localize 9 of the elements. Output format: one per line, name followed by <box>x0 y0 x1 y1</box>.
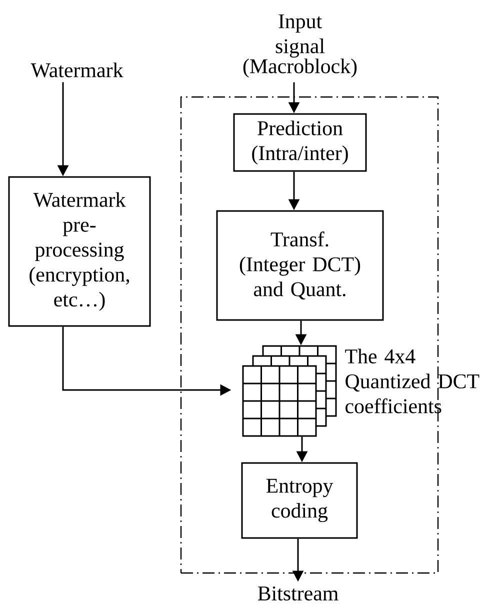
signal-label: Input signal (Macroblock) <box>243 14 357 78</box>
process-box: Transf. (Integer DCT) and Quant. <box>216 210 384 321</box>
process-box: Entropy coding <box>241 462 358 539</box>
process-box: Prediction (Intra/inter) <box>233 113 367 172</box>
matrix-grid-drawing <box>242 345 337 437</box>
signal-label: Bitstream <box>258 586 338 601</box>
process-box: Watermark pre- processing (encryption, etc…) <box>8 176 151 327</box>
signal-label: Watermark <box>30 62 124 78</box>
caption-text: The 4x4 Quantized DCT coefficients <box>345 348 480 414</box>
